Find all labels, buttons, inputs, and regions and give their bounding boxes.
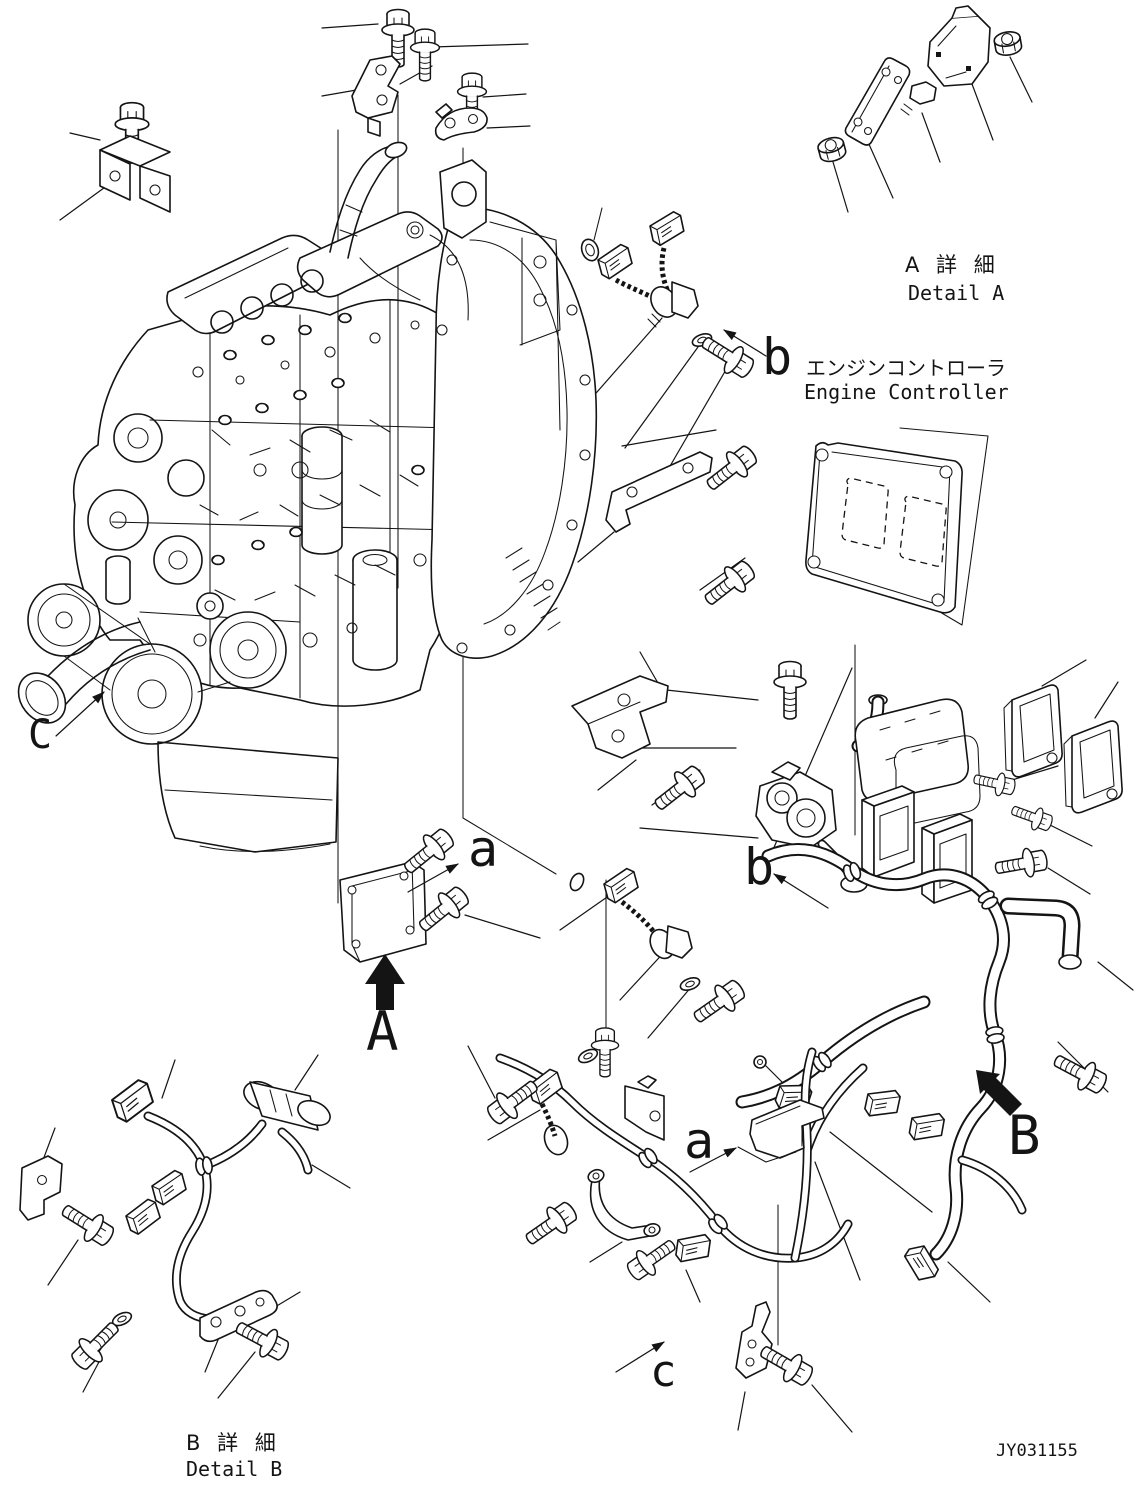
hex-bolt-head-icon bbox=[211, 554, 225, 566]
detail-b-title-en: Detail B bbox=[186, 1457, 282, 1481]
main-wiring-harness-drawing bbox=[735, 660, 1123, 1283]
detail-a-title-en: Detail A bbox=[908, 281, 1004, 305]
section-c-arrow-icon bbox=[55, 691, 105, 737]
top-fasteners-group bbox=[99, 8, 488, 213]
detail-b-harness-drawing bbox=[19, 1076, 331, 1376]
section-c-letter: C bbox=[28, 712, 52, 758]
connector bbox=[647, 209, 687, 248]
bracket bbox=[19, 1155, 63, 1221]
marker-a-letter: a bbox=[684, 1112, 714, 1170]
hex-bolt-head-icon bbox=[218, 414, 232, 426]
hex-bolt-head-icon bbox=[331, 377, 345, 389]
bottom-harness-drawing bbox=[481, 1027, 853, 1392]
detail-b-title-jp: B 詳 細 bbox=[186, 1431, 281, 1455]
marker-b-arrow-icon bbox=[723, 329, 767, 357]
marker-c-letter: c bbox=[650, 1346, 677, 1397]
connector bbox=[122, 1196, 164, 1237]
leader-lines bbox=[39, 23, 1134, 1433]
u-bracket bbox=[589, 1179, 651, 1241]
middle-parts-group bbox=[339, 209, 763, 1032]
shield-bracket bbox=[749, 1099, 825, 1159]
detail-a-title-jp: A 詳 細 bbox=[905, 253, 1000, 277]
sensor bbox=[543, 1124, 569, 1156]
text-labels: A 詳 細 Detail A エンジンコントローラ Engine Control… bbox=[28, 253, 1078, 1481]
flange-nut bbox=[815, 134, 849, 165]
engine-controller-label-en: Engine Controller bbox=[804, 380, 1009, 404]
bolt bbox=[409, 28, 441, 82]
hex-bolt-head-icon bbox=[251, 539, 265, 551]
marker-a-arrow-icon bbox=[407, 863, 459, 893]
hex-bolt-head-icon bbox=[261, 334, 275, 346]
view-b-letter: B bbox=[1008, 1104, 1041, 1167]
detail-a-parts-group bbox=[815, 5, 1024, 165]
drawing-number: JY031155 bbox=[996, 1441, 1078, 1461]
view-a-letter: A bbox=[366, 1000, 399, 1063]
view-b-arrow-icon bbox=[976, 1070, 1022, 1116]
screw bbox=[1007, 798, 1056, 836]
marker-b-letter: b bbox=[762, 328, 792, 386]
mounting-plate bbox=[844, 57, 911, 146]
view-arrows bbox=[55, 329, 1022, 1373]
harness-clamp bbox=[984, 1024, 1006, 1046]
washer bbox=[677, 974, 703, 994]
connector bbox=[907, 1108, 946, 1146]
hex-bolt-head-icon bbox=[338, 312, 352, 324]
bracket bbox=[99, 135, 171, 167]
marker-b-letter: b bbox=[744, 838, 774, 896]
connector bbox=[600, 866, 642, 906]
connector bbox=[148, 1168, 190, 1208]
connector bbox=[862, 1084, 902, 1122]
bolt bbox=[773, 660, 807, 720]
hex-bolt-head-icon bbox=[411, 464, 425, 476]
marker-b-arrow-icon bbox=[773, 873, 829, 909]
bolt bbox=[992, 844, 1050, 884]
flange-nut bbox=[992, 29, 1024, 58]
bolt bbox=[647, 759, 711, 819]
bolt bbox=[518, 1195, 583, 1254]
marker-a-arrow-icon bbox=[689, 1147, 737, 1173]
bracket bbox=[571, 675, 669, 759]
connector-module bbox=[921, 827, 935, 904]
connector bbox=[594, 242, 636, 282]
bracket bbox=[605, 451, 713, 533]
bracket-plate bbox=[624, 1085, 665, 1141]
bolt bbox=[1047, 1045, 1112, 1100]
harness-clamp bbox=[193, 1155, 215, 1177]
view-a-arrow-icon bbox=[365, 954, 405, 1010]
hex-bolt-head-icon bbox=[298, 324, 312, 336]
hex-bolt-head-icon bbox=[289, 526, 303, 538]
bolt bbox=[55, 1195, 120, 1252]
engine-controller-drawing bbox=[805, 427, 989, 626]
connector-module bbox=[861, 799, 875, 878]
marker-a-letter: a bbox=[468, 820, 498, 878]
hex-bolt-head-icon bbox=[255, 402, 269, 414]
actuator-cover bbox=[927, 15, 991, 87]
marker-c-arrow-icon bbox=[615, 1341, 665, 1373]
engine-controller-label-jp: エンジンコントローラ bbox=[806, 356, 1006, 380]
bracket bbox=[351, 55, 401, 119]
sensor-plug bbox=[909, 81, 937, 105]
connector bbox=[674, 1230, 712, 1267]
hex-bolt-head-icon bbox=[223, 349, 237, 361]
hex-bolt-head-icon bbox=[293, 389, 307, 401]
engine-assembly-drawing bbox=[17, 141, 603, 853]
